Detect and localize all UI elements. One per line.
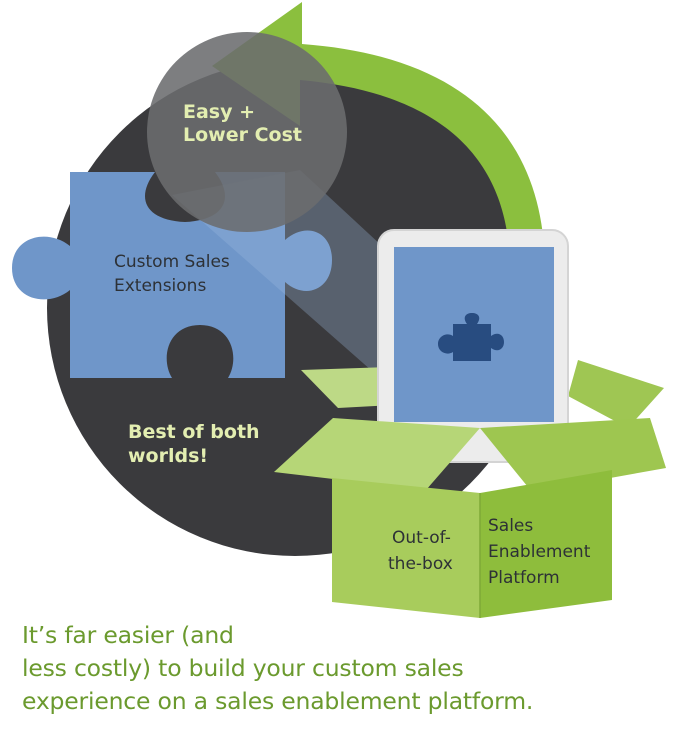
caption-line1: It’s far easier (and <box>22 621 234 649</box>
box-front-flap-right <box>480 418 666 492</box>
box-left-label-line2: the-box <box>388 554 453 574</box>
box-back-flap-right <box>568 360 664 428</box>
box-front-left <box>332 478 480 618</box>
caption-line2: less costly) to build your custom sales <box>22 654 464 682</box>
best-label-line1: Best of both <box>128 421 260 443</box>
bubble-circle <box>147 32 347 232</box>
puzzle-label-line1: Custom Sales <box>114 252 230 272</box>
box-right-label-line1: Sales <box>488 516 533 536</box>
diagram-art: Easy + Lower Cost Custom Sales Extension… <box>12 2 666 618</box>
puzzle-label-line2: Extensions <box>114 276 206 296</box>
best-label-line2: worlds! <box>128 445 208 467</box>
bubble-label-line2: Lower Cost <box>183 124 302 146</box>
box-right-label-line3: Platform <box>488 568 560 588</box>
box-left-label-line1: Out-of- <box>392 528 451 548</box>
bubble-label-line1: Easy + <box>183 101 255 123</box>
small-puzzle-icon <box>438 313 504 361</box>
box-front-right <box>480 470 612 618</box>
caption: It’s far easier (and less costly) to bui… <box>22 619 672 718</box>
box-front-flap-left <box>274 418 480 490</box>
tablet-icon <box>377 229 569 463</box>
box-right-label-line2: Enablement <box>488 542 591 562</box>
caption-line3: experience on a sales enablement platfor… <box>22 687 534 715</box>
